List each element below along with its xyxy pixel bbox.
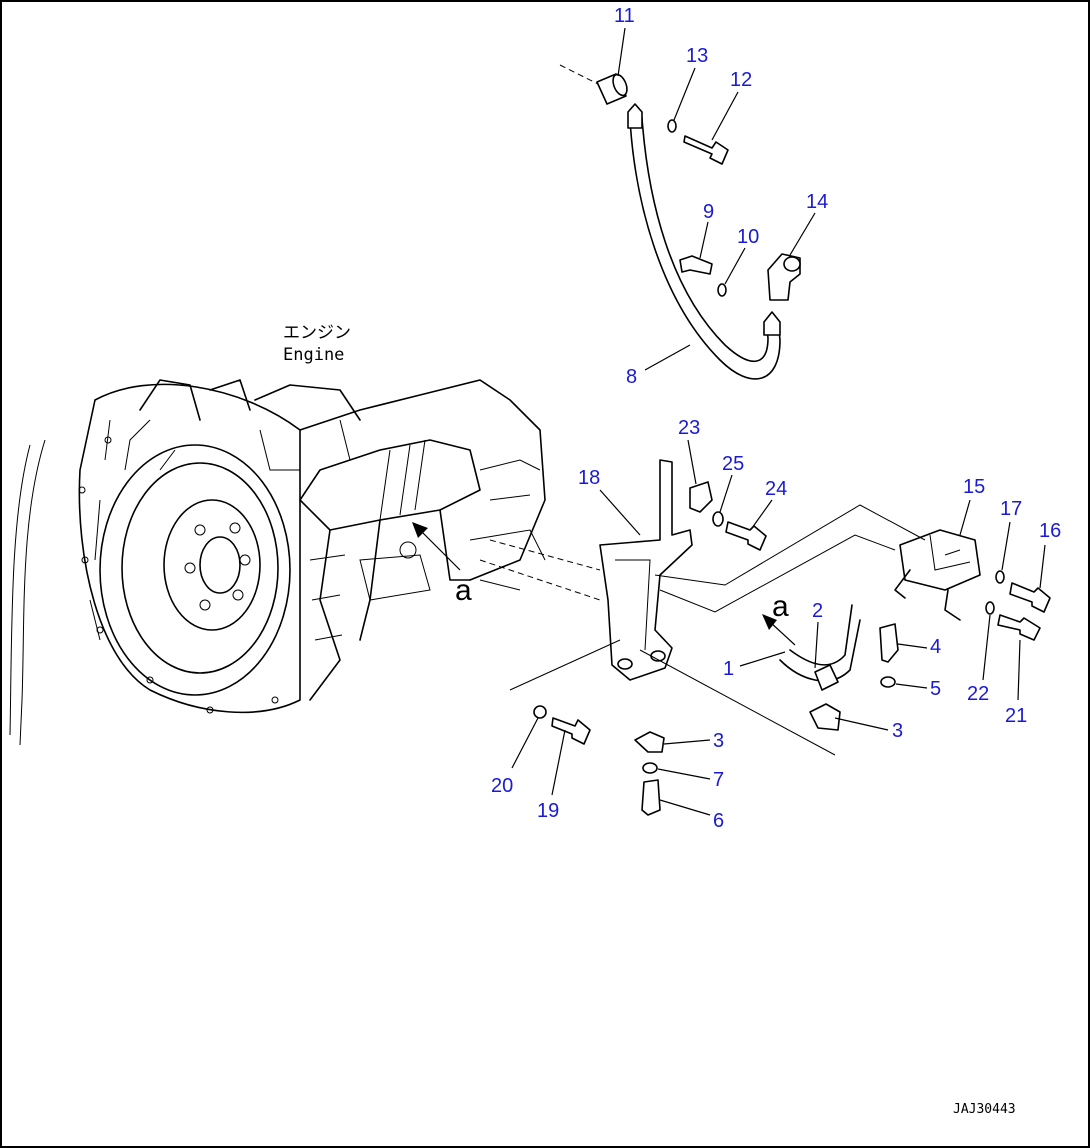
- engine-hose: [19, 439, 46, 746]
- callout-6: 6: [713, 810, 724, 832]
- callout-15: 15: [963, 476, 985, 498]
- callout-numbers: 11 13 12 9 10 14 8 23 25 24 18 15 17 16 …: [491, 5, 1061, 832]
- callout-10: 10: [737, 226, 759, 248]
- callout-12: 12: [730, 69, 752, 91]
- callout-9: 9: [703, 201, 714, 223]
- view-marker-harness: a: [762, 590, 796, 646]
- figure-code: JAJ30443: [953, 1102, 1016, 1117]
- engine-block: [299, 379, 546, 581]
- bolt-19: [551, 717, 591, 745]
- battery-cable-group: [559, 64, 801, 380]
- bracket-group: a: [479, 459, 1051, 816]
- bolt-12: [683, 135, 729, 165]
- callout-7: 7: [713, 769, 724, 791]
- svg-text:a: a: [772, 590, 789, 623]
- washer-25: [712, 511, 724, 527]
- callout-11: 11: [614, 5, 635, 27]
- engine-label-japanese: エンジン: [283, 323, 351, 343]
- leader-lines: [511, 27, 1046, 816]
- washer-13: [667, 119, 677, 133]
- battery-cable-8: [629, 119, 781, 380]
- callout-24: 24: [765, 478, 787, 500]
- flywheel-housing: [78, 383, 301, 714]
- washer-22: [985, 601, 995, 615]
- callout-5: 5: [930, 678, 941, 700]
- callout-3a: 3: [892, 720, 903, 742]
- bolt-9: [679, 255, 713, 275]
- callout-18: 18: [578, 467, 600, 489]
- engine-label-english: Engine: [283, 345, 344, 365]
- callout-1: 1: [723, 658, 734, 680]
- callout-17: 17: [1000, 498, 1022, 520]
- bolt-24: [725, 521, 767, 551]
- relay-15: [899, 529, 981, 591]
- clamp-3b: [634, 731, 665, 753]
- callout-8: 8: [626, 366, 637, 388]
- callout-3b: 3: [713, 730, 724, 752]
- clamp-3a: [809, 703, 841, 731]
- engine-assembly: [9, 379, 546, 746]
- washer-7: [642, 762, 658, 774]
- washer-5: [880, 676, 896, 688]
- callout-20: 20: [491, 775, 513, 797]
- washer-20: [533, 705, 547, 719]
- bracket-18: [599, 459, 693, 681]
- washer-17: [995, 570, 1005, 584]
- harness-clamp-2: [814, 664, 839, 691]
- flywheel: [163, 499, 261, 631]
- callout-23: 23: [678, 417, 700, 439]
- bolt-6: [641, 779, 661, 816]
- washer-10: [717, 283, 727, 297]
- callout-4: 4: [930, 636, 941, 658]
- bolt-21: [997, 614, 1041, 641]
- callout-2: 2: [812, 600, 823, 622]
- callout-13: 13: [686, 45, 708, 67]
- callout-25: 25: [722, 453, 744, 475]
- bolt-16: [1009, 582, 1051, 613]
- svg-text:a: a: [455, 574, 472, 607]
- callout-21: 21: [1005, 705, 1027, 727]
- callout-22: 22: [967, 683, 989, 705]
- callout-16: 16: [1039, 520, 1061, 542]
- callout-14: 14: [806, 191, 828, 213]
- clip-23: [689, 481, 713, 513]
- bolt-4: [879, 623, 899, 663]
- view-marker-engine: a: [412, 522, 472, 607]
- callout-19: 19: [537, 800, 559, 822]
